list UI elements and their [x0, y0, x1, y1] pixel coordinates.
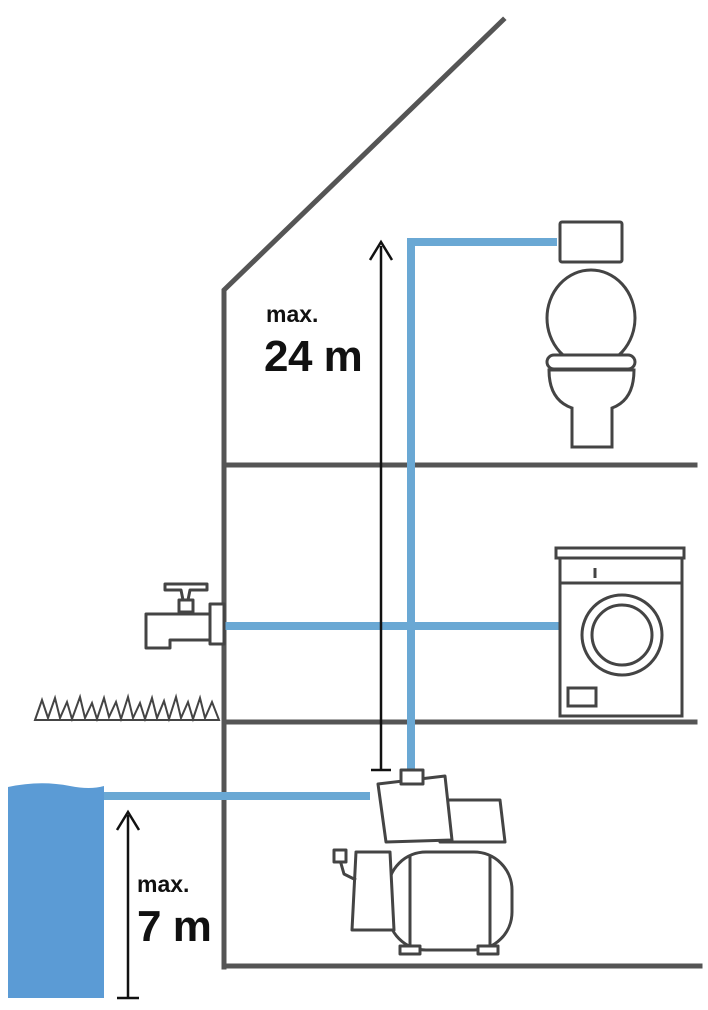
pump-head	[376, 774, 454, 844]
max-height-label-upper: max.	[266, 301, 319, 327]
toilet-bowl	[547, 368, 636, 449]
toilet-cistern	[558, 220, 624, 264]
tap-handle	[163, 582, 209, 602]
pump-foot-right	[476, 944, 500, 956]
max-depth-label-lower: max.	[137, 871, 190, 897]
tap-body	[144, 612, 217, 650]
tap-wall-mount	[208, 602, 226, 646]
washing-machine-icon	[554, 546, 686, 718]
grass-icon	[33, 693, 221, 723]
roof-and-left-wall	[221, 16, 507, 970]
pump-unit-icon	[332, 768, 514, 956]
height-arrow-lower	[115, 809, 141, 1000]
outdoor-tap-icon	[144, 582, 226, 650]
pump-housing	[350, 850, 396, 932]
height-arrow-upper	[368, 239, 394, 772]
water-pipes	[104, 238, 560, 800]
power-plug	[332, 848, 348, 864]
house-structure	[221, 16, 703, 970]
pump-outlet	[399, 768, 425, 786]
max-depth-value-lower: 7 m	[137, 902, 212, 951]
toilet-icon	[545, 220, 637, 449]
power-cable	[338, 859, 357, 882]
max-height-value-upper: 24 m	[264, 332, 363, 381]
toilet-lid	[545, 268, 637, 368]
pipe-to-toilet	[407, 238, 557, 772]
tap-stem	[177, 598, 195, 614]
washer-door-inner	[590, 603, 654, 667]
washer-label	[566, 686, 598, 708]
toilet-seat	[545, 353, 637, 371]
water-reservoir-icon	[8, 783, 104, 998]
pump-foot-left	[398, 944, 422, 956]
pump-tank	[386, 850, 514, 952]
